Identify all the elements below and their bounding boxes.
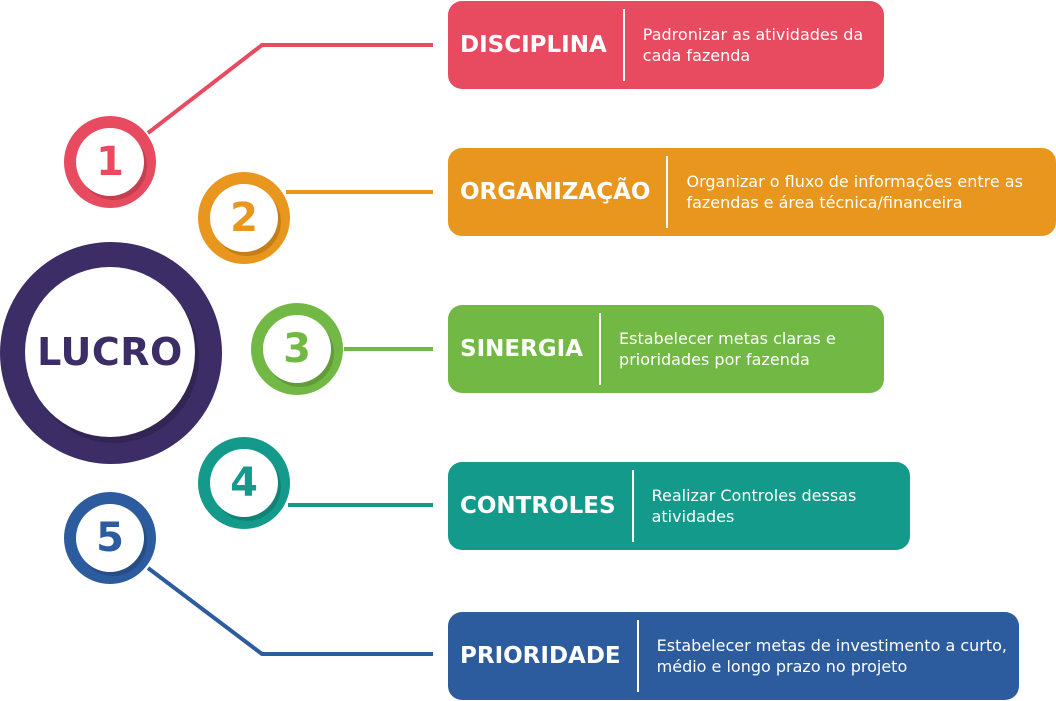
number-badge-3: 3 [251, 303, 343, 395]
card-title-2: ORGANIZAÇÃO [460, 179, 651, 205]
card-divider-1 [622, 9, 625, 81]
connector-5 [146, 566, 433, 656]
card-disciplina: DISCIPLINA Padronizar as atividades da c… [448, 1, 884, 89]
card-divider-5 [636, 620, 639, 692]
card-divider-2 [666, 156, 669, 228]
card-divider-4 [631, 470, 634, 542]
number-badge-4: 4 [198, 437, 290, 529]
card-controles: CONTROLES Realizar Controles dessas ativ… [448, 462, 910, 550]
card-sinergia: SINERGIA Estabelecer metas claras e prio… [448, 305, 884, 393]
card-description-3: Estabelecer metas claras e prioridades p… [619, 329, 836, 369]
number-2: 2 [230, 195, 258, 241]
card-title-3: SINERGIA [460, 336, 584, 362]
card-description-1: Padronizar as atividades da cada fazenda [642, 25, 864, 65]
hub-label: LUCRO [37, 330, 183, 374]
number-1: 1 [96, 139, 124, 185]
number-badge-2: 2 [198, 172, 290, 264]
card-description-4: Realizar Controles dessas atividades [651, 486, 857, 526]
connector-1 [146, 43, 433, 135]
card-title-4: CONTROLES [460, 493, 616, 519]
number-4: 4 [230, 460, 258, 506]
card-description-5: Estabelecer metas de investimento a curt… [656, 636, 1007, 676]
card-divider-3 [599, 313, 602, 385]
card-organizacao: ORGANIZAÇÃO Organizar o fluxo de informa… [448, 148, 1056, 236]
card-prioridade: PRIORIDADE Estabelecer metas de investim… [448, 612, 1019, 700]
card-title-5: PRIORIDADE [460, 643, 621, 669]
hub-circle: LUCRO [0, 242, 222, 464]
number-3: 3 [283, 326, 311, 372]
number-badge-1: 1 [64, 116, 156, 208]
number-5: 5 [96, 515, 124, 561]
number-badge-5: 5 [64, 492, 156, 584]
card-title-1: DISCIPLINA [460, 32, 607, 58]
card-description-2: Organizar o fluxo de informações entre a… [686, 172, 1023, 212]
hub-inner: LUCRO [25, 267, 195, 437]
